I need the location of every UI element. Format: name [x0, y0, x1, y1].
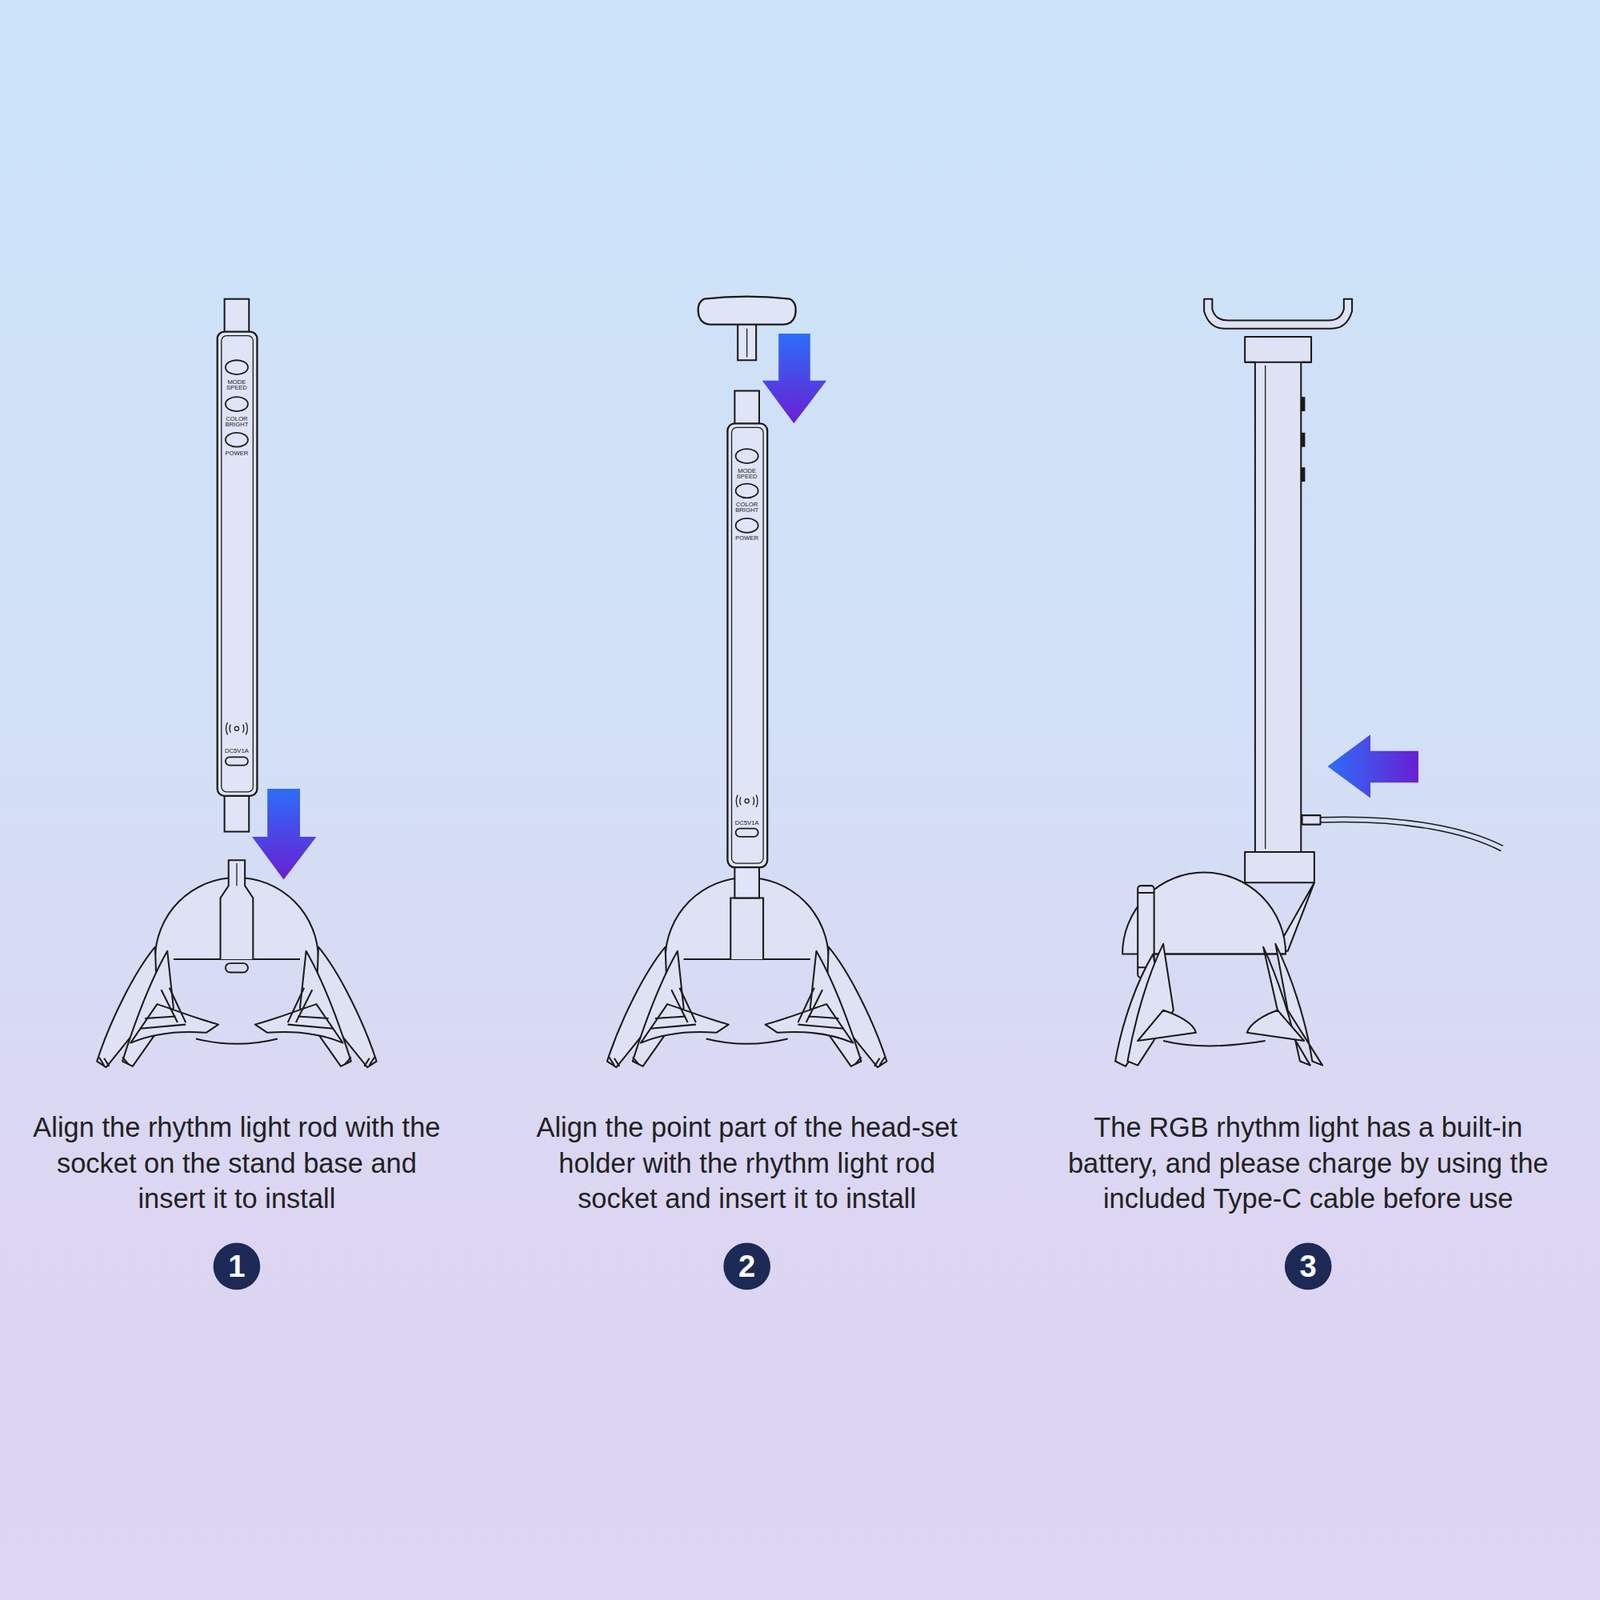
button-label: MODE SPEED	[223, 378, 250, 392]
button-label: COLOR BRIGHT	[733, 500, 760, 515]
button-label: MODE SPEED	[733, 467, 760, 481]
callout-number: 1	[228, 1251, 245, 1282]
callout-number: 2	[738, 1251, 756, 1282]
button-label: COLOR BRIGHT	[223, 414, 250, 428]
step-number: 1	[213, 1243, 261, 1291]
step-number: 3	[1284, 1243, 1332, 1291]
button-label: DC5V1A	[223, 747, 250, 754]
step-caption: Align the point part of the head-set hol…	[517, 1110, 977, 1218]
button-label: DC5V1A	[733, 819, 760, 826]
step-number: 2	[723, 1243, 771, 1291]
button-label: POWER	[223, 449, 250, 456]
step-caption: The RGB rhythm light has a built-in batt…	[1052, 1110, 1564, 1218]
callout-number: 3	[1300, 1251, 1317, 1282]
step-caption: Align the rhythm light rod with the sock…	[32, 1110, 441, 1218]
button-label: POWER	[733, 534, 760, 541]
